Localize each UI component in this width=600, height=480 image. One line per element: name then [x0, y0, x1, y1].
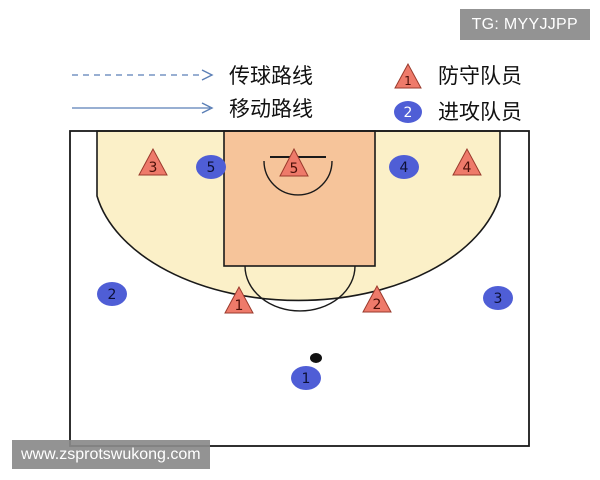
defender-5: 5	[279, 147, 309, 177]
svg-text:4: 4	[400, 160, 409, 176]
move-route-arrowhead-icon	[201, 102, 214, 114]
defender-4: 4	[452, 147, 482, 176]
legend-defender-symbol: 1	[394, 62, 422, 89]
svg-text:5: 5	[207, 160, 216, 176]
svg-text:2: 2	[108, 287, 117, 303]
restricted-arc	[263, 160, 333, 196]
court	[69, 130, 530, 447]
svg-text:1: 1	[404, 74, 412, 88]
defender-2: 2	[362, 284, 392, 313]
svg-text:2: 2	[373, 297, 382, 313]
svg-text:1: 1	[235, 298, 244, 314]
legend: 传球路线 移动路线 1 防守队员 2 进攻队员	[72, 62, 522, 124]
attacker-1: 1	[291, 366, 321, 390]
legend-attacker-symbol: 2	[394, 101, 422, 123]
attacker-2: 2	[97, 282, 127, 306]
free-throw-arc	[244, 265, 356, 312]
defender-label: 防守队员	[438, 64, 522, 88]
ball	[310, 353, 322, 363]
svg-text:3: 3	[149, 160, 158, 176]
defender-1: 1	[224, 285, 254, 314]
defender-3: 3	[138, 147, 168, 176]
watermark-top-badge: TG: MYYJJPP	[459, 9, 590, 40]
svg-text:2: 2	[404, 105, 413, 121]
svg-text:4: 4	[463, 160, 472, 176]
paint-lane	[223, 130, 376, 267]
attacker-4: 4	[389, 155, 419, 179]
pass-route-label: 传球路线	[229, 64, 313, 88]
attacker-5: 5	[196, 155, 226, 179]
svg-text:3: 3	[494, 291, 503, 307]
svg-text:5: 5	[290, 161, 299, 177]
court-boundary	[69, 130, 530, 447]
attacker-3: 3	[483, 286, 513, 310]
watermark-bottom-badge: www.zsprotswukong.com	[12, 440, 210, 469]
pass-route-arrowhead-icon	[201, 69, 214, 81]
attacker-label: 进攻队员	[438, 100, 522, 124]
svg-text:1: 1	[302, 371, 311, 387]
move-route-label: 移动路线	[229, 97, 313, 121]
